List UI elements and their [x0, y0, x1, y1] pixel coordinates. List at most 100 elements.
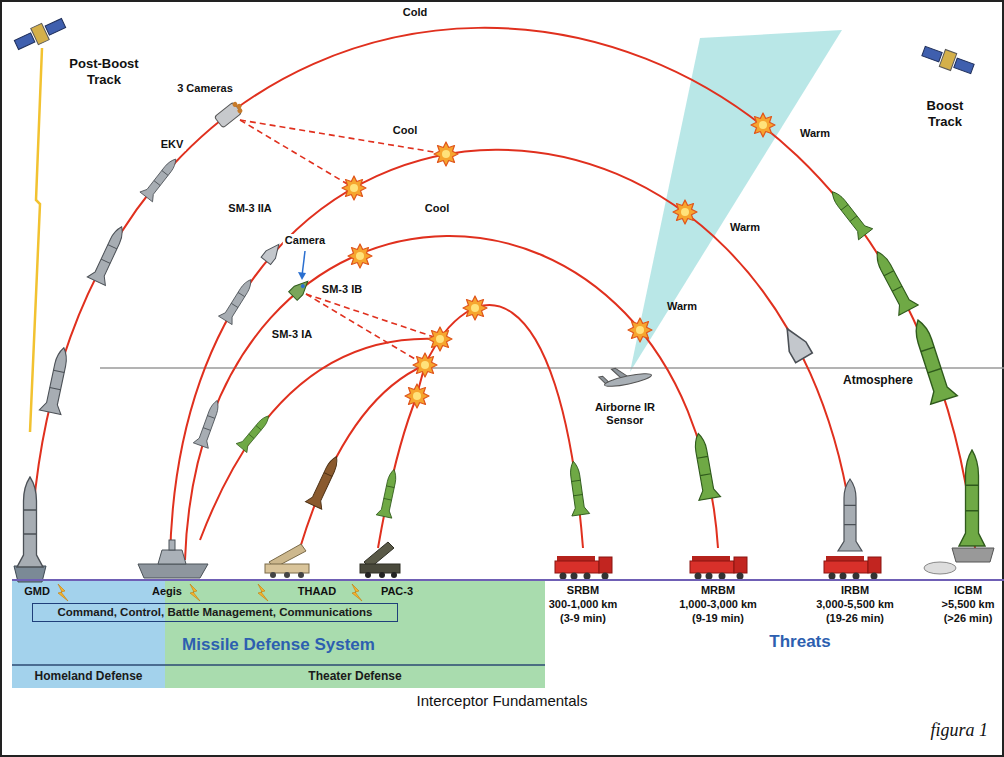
intercept-burst: [348, 244, 372, 268]
intercept-burst: [673, 200, 697, 224]
icbm-stage: [868, 247, 918, 316]
theater-band: Theater Defense: [165, 580, 545, 688]
mrbm-trajectory: [185, 236, 718, 560]
launcher-truck: [690, 556, 747, 580]
temperature-label: Warm: [728, 221, 762, 234]
sm3-ia-missile: [236, 411, 274, 452]
defense-panel: Missile Defense SystemHomeland DefenseTh…: [12, 580, 545, 688]
intercept-bursts: [342, 113, 775, 408]
srbm-missile: [564, 460, 589, 516]
system-name: Aegis: [152, 585, 182, 598]
intercept-burst: [428, 327, 452, 351]
srbm-trajectory: [416, 305, 583, 548]
link-bolt: [190, 584, 200, 601]
gmd-interceptor: [17, 477, 43, 567]
ground-line: [12, 579, 1004, 581]
sm3-iia-missile: [218, 275, 257, 324]
sensor-sightlines: [240, 120, 446, 365]
pac3-trajectory: [378, 396, 417, 548]
aegis-ship: [138, 540, 208, 578]
camera-pointer-head: [298, 272, 306, 280]
range-text: 3,000-5,500 km: [816, 598, 894, 611]
sightline: [240, 120, 354, 188]
link-bolt: [258, 584, 268, 601]
interceptor-name: EKV: [159, 138, 186, 151]
intercept-burst: [751, 113, 775, 137]
satellite-label: Boost Track: [917, 98, 973, 129]
system-name: GMD: [24, 585, 50, 598]
thaad-trajectory: [300, 365, 425, 548]
system-name: PAC-3: [381, 585, 413, 598]
gmd-stage: [87, 223, 130, 286]
intercept-burst: [342, 176, 366, 200]
figure-caption: Interceptor Fundamentals: [0, 692, 1004, 710]
launch-pad: [952, 548, 994, 562]
time-text: (>26 min): [944, 612, 993, 625]
intercept-burst: [463, 296, 487, 320]
band-heading: Homeland Defense: [12, 669, 165, 684]
ekv-vehicle: [214, 99, 245, 128]
mrbm-missile: [687, 432, 720, 501]
intercept-burst: [434, 142, 458, 166]
sm3-ib-kill-vehicle: [289, 277, 312, 300]
interceptor-name: SM-3 IIA: [226, 202, 273, 215]
band-heading: Theater Defense: [165, 669, 545, 684]
icbm-stage: [825, 186, 872, 240]
irbm-missile: [838, 479, 862, 551]
panel-heading: Missile Defense System: [12, 634, 545, 655]
sightline: [306, 294, 440, 339]
panel-divider: [12, 664, 545, 666]
thaad-missile: [305, 453, 344, 510]
satellite-label: Post-Boost Track: [61, 56, 147, 87]
trajectory-arcs: [30, 28, 975, 575]
irbm-warhead: [779, 324, 812, 363]
time-text: (9-19 min): [692, 612, 744, 625]
icbm-missile: [959, 450, 985, 546]
temperature-label: Cold: [401, 6, 429, 19]
launch-dish: [924, 562, 956, 574]
command-box: Command, Control, Battle Management, Com…: [32, 603, 398, 622]
link-bolt: [352, 584, 362, 601]
sensor-cone: [630, 30, 842, 372]
figure-number: figura 1: [930, 720, 988, 742]
thaad-launcher: [265, 544, 309, 578]
range-text: 300-1,000 km: [549, 598, 618, 611]
range-text: >5,500 km: [942, 598, 995, 611]
icbm-trajectory: [30, 28, 975, 575]
sm3-ib-missile: [193, 398, 224, 449]
launcher-truck: [824, 556, 881, 580]
pac3-launcher: [360, 542, 400, 578]
interceptor-name: SM-3 IA: [270, 328, 314, 341]
satellite: [920, 43, 975, 78]
gmd-stage: [140, 154, 182, 202]
pac3-missile: [376, 468, 402, 518]
uplink-beam: [30, 48, 42, 432]
temperature-label: Cool: [391, 124, 419, 137]
range-text: 1,000-3,000 km: [679, 598, 757, 611]
threat-name: MRBM: [701, 584, 735, 597]
launcher-truck: [555, 556, 612, 580]
irbm-trajectory: [170, 150, 855, 560]
box-text: Command, Control, Battle Management, Com…: [58, 605, 373, 620]
gmd-stage: [39, 345, 74, 414]
airborne-ir-drone: [598, 361, 653, 389]
layer-label: Atmosphere: [841, 373, 915, 387]
sm3-ia-trajectory: [200, 339, 440, 540]
link-bolt: [58, 584, 68, 601]
time-text: (3-9 min): [560, 612, 606, 625]
system-name: THAAD: [298, 585, 337, 598]
sightline: [306, 294, 425, 365]
time-text: (19-26 min): [826, 612, 884, 625]
interceptor-name: SM-3 IB: [320, 283, 364, 296]
temperature-label: Warm: [798, 127, 832, 140]
intercept-burst: [405, 384, 429, 408]
threat-name: ICBM: [954, 584, 982, 597]
sm3-iia-kill-vehicle: [261, 241, 283, 265]
sensor-label: Airborne IR Sensor: [585, 401, 665, 427]
satellite: [13, 15, 68, 53]
sensor-label: 3 Cameras: [175, 82, 235, 95]
sensor-label: Camera: [283, 234, 327, 247]
sightline: [240, 120, 446, 154]
icbm-stage: [905, 316, 958, 405]
